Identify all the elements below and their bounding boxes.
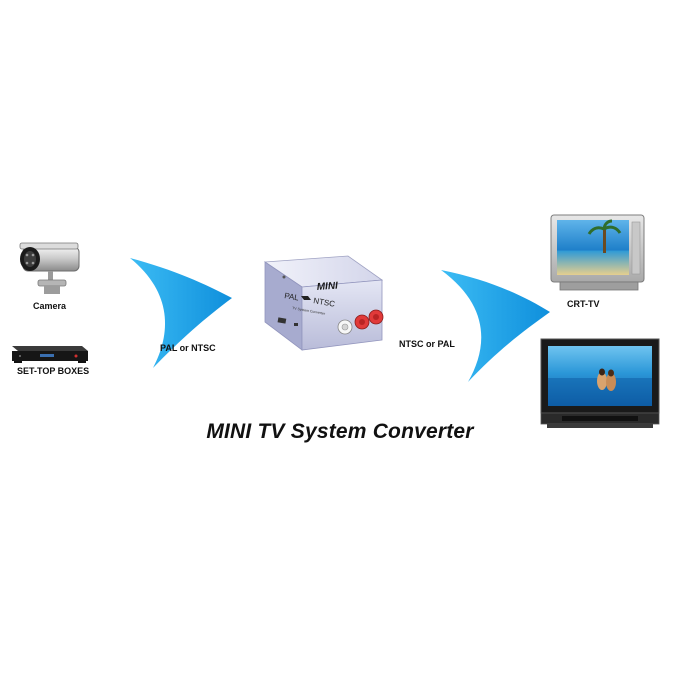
output-format-label: NTSC or PAL (399, 339, 455, 349)
converter-subtitle: TV System Converter (292, 306, 326, 316)
camera-label: Camera (33, 301, 67, 311)
set-top-box-icon (12, 346, 88, 363)
converter-mode-left: PAL (284, 291, 300, 302)
flat-tv-icon (540, 338, 660, 428)
crt-tv-icon (550, 214, 645, 291)
converter-device-icon: MINI PAL NTSC TV System Converter (263, 255, 384, 351)
crt-tv-label: CRT-TV (567, 299, 600, 309)
set-top-box-label: SET-TOP BOXES (17, 366, 90, 376)
converter-switch-arrow (301, 296, 311, 300)
input-format-label: PAL or NTSC (160, 343, 216, 353)
diagram-title: MINI TV System Converter (206, 420, 474, 443)
camera-icon (19, 242, 80, 294)
output-arrow-icon (441, 270, 550, 382)
converter-mode-right: NTSC (313, 296, 336, 309)
input-arrow-icon (130, 258, 232, 368)
converter-brand: MINI (316, 281, 338, 293)
